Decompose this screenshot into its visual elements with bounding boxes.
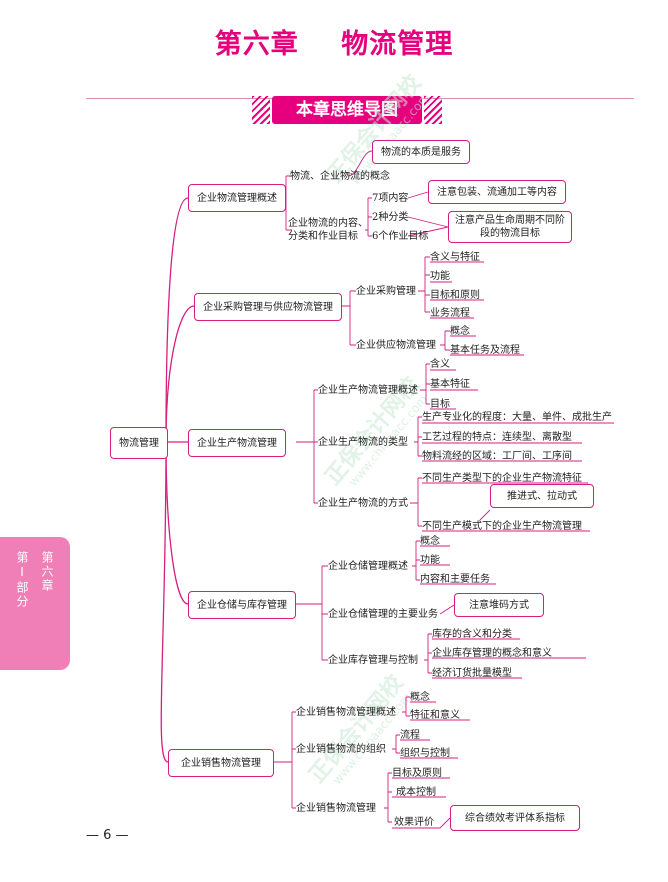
leaf-inventory-meaning: 库存的含义和分类 — [432, 629, 512, 640]
leaf-production-features: 基本特征 — [430, 379, 470, 390]
node-seven-contents: 7项内容 — [372, 193, 409, 204]
leaf-supply-concept: 概念 — [450, 326, 470, 337]
node-logistics-concepts: 物流、企业物流的概念 — [290, 171, 390, 182]
mindmap-banner: 本章思维导图 — [272, 96, 422, 124]
leaf-warehouse-tasks: 内容和主要任务 — [420, 574, 490, 585]
node-sales-overview: 企业销售物流管理概述 — [296, 707, 396, 718]
branch-warehouse-inventory: 企业仓储与库存管理 — [188, 591, 296, 619]
banner-stripes-right — [424, 96, 442, 124]
leaf-sales-goals: 目标及原则 — [392, 768, 442, 779]
leaf-warehouse-concept: 概念 — [420, 536, 440, 547]
node-logistics-content-classification-goals: 企业物流的内容、分类和作业目标 — [288, 218, 368, 242]
leaf-procurement-function: 功能 — [430, 271, 450, 282]
connector-root-b1 — [165, 197, 189, 443]
leaf-production-goals: 目标 — [430, 399, 450, 410]
connector-root-b5 — [160, 441, 169, 763]
leaf-specialization-degree: 生产专业化的程度：大量、单件、成批生产 — [422, 412, 612, 423]
leaf-sales-concept: 概念 — [410, 692, 430, 703]
leaf-procurement-meaning: 含义与特征 — [430, 252, 480, 263]
leaf-process-characteristics: 工艺过程的特点：连续型、离散型 — [422, 432, 572, 443]
chapter-name: 物流管理 — [341, 29, 454, 60]
branch-production-logistics: 企业生产物流管理 — [188, 429, 286, 457]
node-sales-management: 企业销售物流管理 — [296, 803, 376, 814]
leaf-procurement-goals: 目标和原则 — [430, 290, 480, 301]
node-production-overview: 企业生产物流管理概述 — [318, 385, 418, 396]
side-tab-chapter: 第六章 — [40, 551, 54, 593]
node-production-types: 企业生产物流的类型 — [318, 437, 408, 448]
connector-root-b2 — [165, 305, 195, 443]
leaf-sales-control: 组织与控制 — [400, 748, 450, 759]
leaf-eoq-model: 经济订货批量模型 — [432, 668, 512, 679]
banner-stripes-left — [252, 96, 270, 124]
branch-sales-logistics: 企业销售物流管理 — [168, 749, 274, 777]
node-warehouse-operations: 企业仓储管理的主要业务 — [328, 609, 438, 620]
note-packaging-processing: 注意包装、流通加工等内容 — [428, 180, 566, 204]
node-production-methods: 企业生产物流的方式 — [318, 498, 408, 509]
leaf-production-mode-management: 不同生产模式下的企业生产物流管理 — [422, 521, 582, 532]
branch-enterprise-logistics-overview: 企业物流管理概述 — [188, 184, 286, 212]
page-number: — 6 — — [86, 828, 129, 843]
node-inventory-control: 企业库存管理与控制 — [328, 655, 418, 666]
side-tab-part: 第Ⅰ部分 — [15, 551, 29, 609]
leaf-supply-tasks: 基本任务及流程 — [450, 345, 520, 356]
note-performance-indicators: 综合绩效考评体系指标 — [450, 805, 580, 831]
leaf-effect-evaluation: 效果评价 — [394, 817, 434, 828]
node-supply-logistics: 企业供应物流管理 — [356, 340, 436, 351]
leaf-warehouse-function: 功能 — [420, 555, 440, 566]
leaf-procurement-process: 业务流程 — [430, 308, 470, 319]
connector-root-b4 — [165, 441, 189, 605]
leaf-sales-process: 流程 — [400, 730, 420, 741]
leaf-production-type-features: 不同生产类型下的企业生产物流特征 — [422, 473, 582, 484]
note-stacking-methods: 注意堆码方式 — [454, 593, 544, 617]
leaf-inventory-concept: 企业库存管理的概念和意义 — [432, 648, 552, 659]
leaf-sales-features: 特征和意义 — [410, 710, 460, 721]
leaf-production-meaning: 含义 — [430, 359, 450, 370]
node-warehouse-overview: 企业仓储管理概述 — [328, 561, 408, 572]
node-sales-organization: 企业销售物流的组织 — [296, 744, 386, 755]
note-product-lifecycle: 注意产品生命周期不同阶段的物流目标 — [448, 211, 572, 243]
node-procurement-management: 企业采购管理 — [356, 286, 416, 297]
chapter-title: 第六章 物流管理 — [0, 22, 668, 61]
node-two-classifications: 2种分类 — [372, 212, 409, 223]
side-chapter-tab: 第Ⅰ部分 第六章 — [0, 537, 70, 670]
mindmap-root: 物流管理 — [110, 427, 168, 459]
note-logistics-essence: 物流的本质是服务 — [372, 140, 470, 164]
branch-procurement-supply: 企业采购管理与供应物流管理 — [194, 293, 342, 321]
note-push-pull: 推进式、拉动式 — [490, 484, 594, 508]
node-six-goals: 6个作业目标 — [372, 231, 429, 242]
leaf-material-flow-area: 物料流经的区域：工厂间、工序间 — [422, 451, 572, 462]
chapter-number: 第六章 — [214, 29, 299, 60]
leaf-cost-control: 成本控制 — [396, 787, 436, 798]
